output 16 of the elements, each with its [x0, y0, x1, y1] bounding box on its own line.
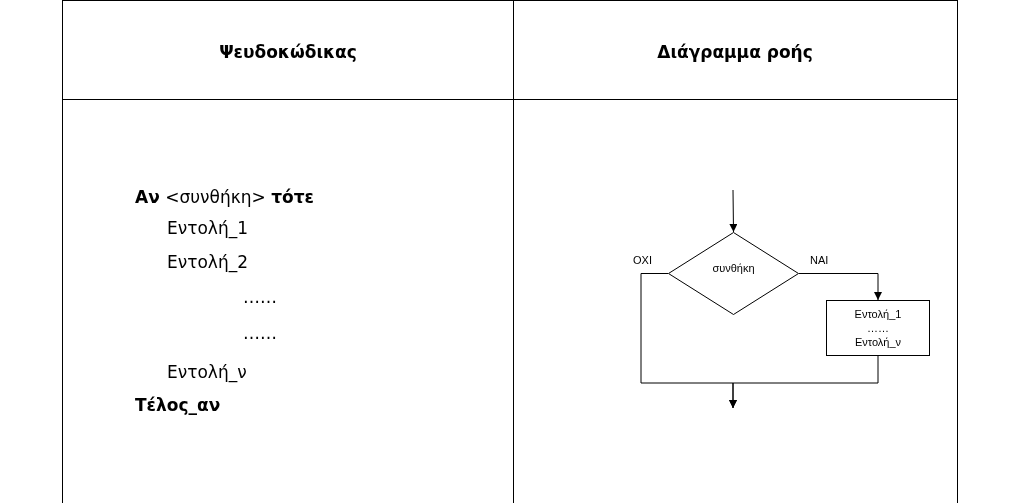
arrow: [729, 189, 738, 233]
arrow: [729, 355, 879, 409]
edge-label: ΝΑΙ: [810, 254, 829, 267]
code-line: Αν <συνθήκη> τότε: [135, 186, 314, 208]
code-line: Τέλος_αν: [135, 394, 221, 416]
process-box: Εντολή_1 …… Εντολή_ν: [826, 300, 930, 356]
column-header: Ψευδοκώδικας: [219, 41, 357, 63]
code-line: ……: [243, 322, 277, 344]
code-line: Εντολή_1: [167, 217, 249, 239]
decision-diamond: συνθήκη: [668, 232, 799, 315]
code-line: Εντολή_ν: [167, 361, 247, 383]
column-header: Διάγραμμα ροής: [657, 41, 813, 63]
code-line: Εντολή_2: [167, 251, 249, 273]
edge-label: ΟΧΙ: [633, 254, 652, 267]
code-line: ……: [243, 286, 277, 308]
arrow: [798, 273, 882, 301]
